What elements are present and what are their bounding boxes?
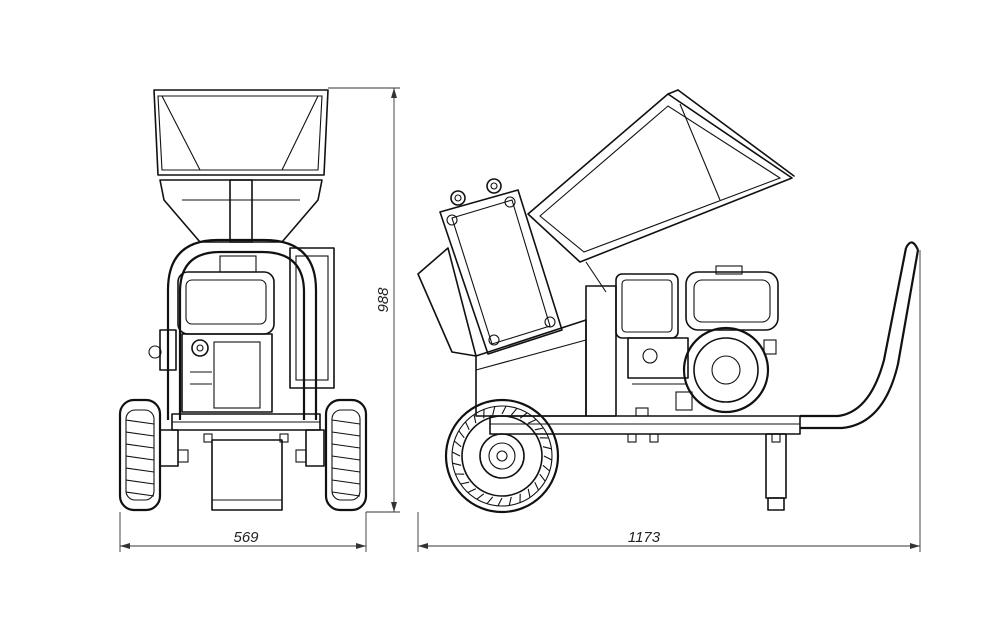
tire-tread [451, 451, 461, 457]
tire-tread [460, 481, 470, 485]
tire-tread [519, 412, 528, 419]
tire-tread [465, 421, 470, 431]
tire-tread [534, 427, 544, 431]
front-base [159, 413, 325, 511]
tire-tread [486, 496, 494, 505]
tire-tread [543, 455, 553, 461]
tire-tread [452, 462, 462, 466]
front-engine [177, 255, 275, 413]
front-wheel-right [324, 398, 368, 512]
tire-tread [527, 488, 531, 498]
dimension-front-width: 569 [119, 512, 367, 552]
side-handle [800, 241, 920, 430]
front-hopper [153, 89, 329, 243]
tire-tread [510, 407, 518, 416]
front-width-dimension-label: 569 [233, 529, 259, 546]
height-dimension-label: 988 [375, 287, 392, 313]
side-wheel [444, 398, 560, 514]
tire-tread [492, 406, 496, 416]
dimension-side-length: 1173 [417, 250, 921, 552]
side-feed-chute [527, 89, 795, 293]
tire-tread [476, 493, 485, 500]
tire-tread [542, 464, 551, 472]
tire-tread [458, 430, 465, 439]
tire-tread [453, 440, 462, 448]
dimension-height: 988 [328, 87, 400, 513]
tire-tread [527, 419, 537, 424]
tire-tread [542, 446, 552, 450]
side-view [417, 89, 920, 514]
tire-tread [497, 497, 503, 507]
tire-tread [473, 414, 477, 424]
tire-tread [508, 496, 512, 506]
tire-tread [501, 405, 507, 415]
side-housing [417, 178, 563, 357]
tire-tread [467, 488, 477, 493]
front-handle-frame [166, 238, 318, 420]
tire-tread [539, 473, 546, 482]
side-engine [615, 265, 779, 414]
side-length-dimension-label: 1173 [628, 529, 661, 546]
tire-tread [534, 481, 539, 491]
front-wheel-left [118, 398, 162, 512]
front-view [118, 89, 368, 512]
side-chassis [489, 407, 801, 511]
front-body [148, 247, 335, 389]
